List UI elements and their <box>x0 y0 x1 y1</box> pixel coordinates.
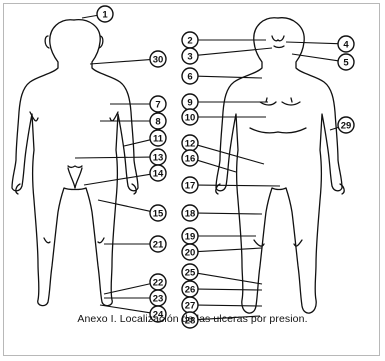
marker-label-23: 23 <box>153 293 164 304</box>
marker-8: 8 <box>100 113 166 129</box>
leader-line-6 <box>198 76 262 78</box>
marker-18: 18 <box>182 205 262 221</box>
marker-30: 30 <box>90 51 166 67</box>
leader-line-3 <box>198 48 272 55</box>
marker-label-11: 11 <box>153 133 164 144</box>
marker-label-1: 1 <box>102 9 108 20</box>
leader-line-17 <box>198 185 280 186</box>
leader-line-11 <box>124 140 150 146</box>
leader-line-20 <box>198 248 262 252</box>
marker-label-27: 27 <box>185 300 196 311</box>
marker-label-19: 19 <box>185 231 196 242</box>
marker-label-17: 17 <box>185 180 196 191</box>
marker-20: 20 <box>182 244 262 260</box>
leader-line-15 <box>98 200 150 211</box>
marker-label-26: 26 <box>185 284 196 295</box>
marker-label-29: 29 <box>341 120 352 131</box>
marker-7: 7 <box>110 96 166 112</box>
marker-27: 27 <box>182 297 262 313</box>
leader-line-24 <box>100 305 150 313</box>
marker-label-3: 3 <box>187 51 192 62</box>
leader-line-25 <box>198 273 262 284</box>
marker-29: 29 <box>330 117 354 133</box>
marker-label-2: 2 <box>187 35 192 46</box>
marker-label-6: 6 <box>187 71 192 82</box>
back-view-figure <box>12 20 138 306</box>
marker-6: 6 <box>182 68 262 84</box>
marker-label-21: 21 <box>153 239 164 250</box>
leader-line-13 <box>75 157 150 158</box>
leader-line-27 <box>198 305 262 306</box>
marker-label-15: 15 <box>153 208 164 219</box>
leader-line-26 <box>198 289 262 290</box>
leader-line-4 <box>286 42 338 44</box>
marker-25: 25 <box>182 264 262 284</box>
marker-label-18: 18 <box>185 208 196 219</box>
marker-13: 13 <box>75 149 166 165</box>
marker-4: 4 <box>286 36 354 52</box>
marker-label-16: 16 <box>185 153 196 164</box>
marker-label-5: 5 <box>343 57 349 68</box>
leader-line-1 <box>82 15 97 18</box>
marker-5: 5 <box>292 54 354 70</box>
marker-label-7: 7 <box>155 99 160 110</box>
marker-label-4: 4 <box>343 39 349 50</box>
marker-11: 11 <box>124 130 166 146</box>
marker-label-20: 20 <box>185 247 196 258</box>
marker-19: 19 <box>182 228 256 244</box>
leader-line-30 <box>90 60 150 64</box>
marker-label-30: 30 <box>153 54 164 65</box>
marker-17: 17 <box>182 177 280 193</box>
marker-1: 1 <box>82 6 113 22</box>
marker-label-10: 10 <box>185 112 196 123</box>
leader-line-16 <box>198 160 236 172</box>
marker-26: 26 <box>182 281 262 297</box>
leader-line-18 <box>198 213 262 214</box>
marker-label-12: 12 <box>185 138 196 149</box>
marker-15: 15 <box>98 200 166 221</box>
marker-2: 2 <box>182 32 266 48</box>
marker-label-13: 13 <box>153 152 164 163</box>
marker-label-9: 9 <box>187 97 192 108</box>
marker-label-25: 25 <box>185 267 196 278</box>
marker-label-14: 14 <box>153 168 164 179</box>
figure-caption: Anexo I. Localización de las ulceras por… <box>0 313 385 325</box>
marker-label-8: 8 <box>155 116 160 127</box>
marker-14: 14 <box>84 165 166 185</box>
leader-line-29 <box>330 127 338 130</box>
marker-10: 10 <box>182 109 266 125</box>
marker-label-22: 22 <box>153 277 164 288</box>
front-view-figure <box>216 18 344 313</box>
